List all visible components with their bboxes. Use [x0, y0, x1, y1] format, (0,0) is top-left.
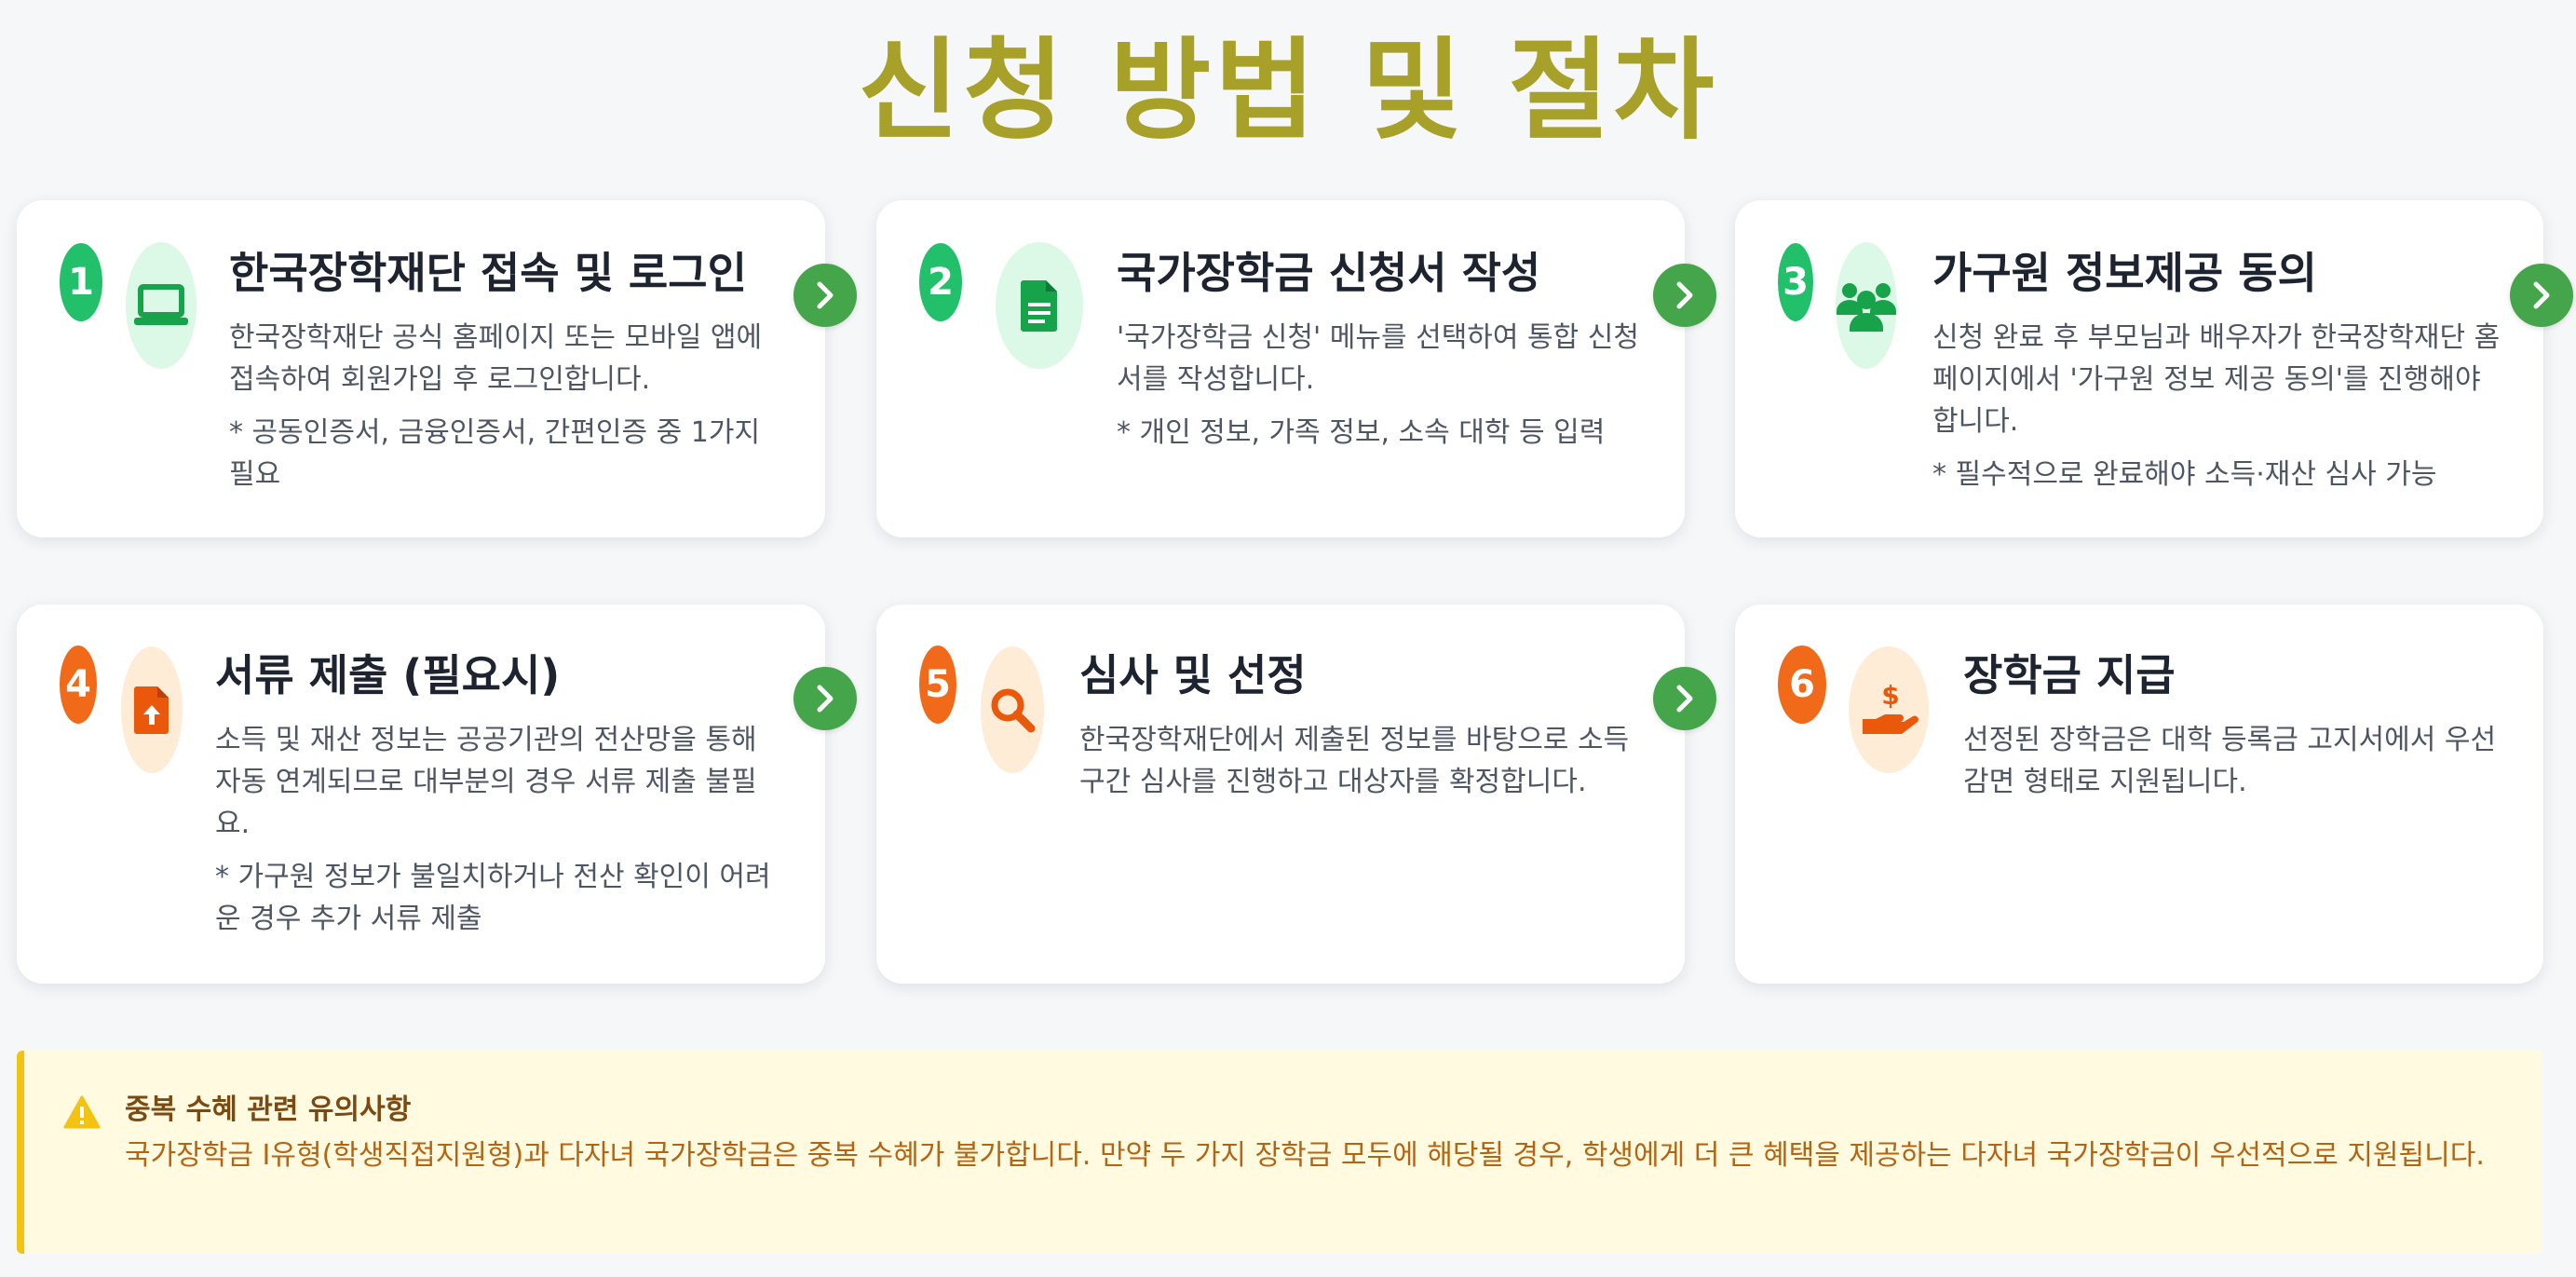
- next-arrow-icon: [1653, 264, 1716, 327]
- next-arrow-icon: [793, 264, 857, 327]
- warning-icon: [63, 1095, 101, 1129]
- notice-text: 국가장학금 Ⅰ유형(학생직접지원형)과 다자녀 국가장학금은 중복 수혜가 불가…: [125, 1139, 2485, 1172]
- next-arrow-icon: [793, 667, 857, 730]
- step-icon-circle: $: [1849, 646, 1929, 773]
- search-icon: [991, 688, 1036, 733]
- step-number-badge: 6: [1778, 645, 1826, 724]
- step-number-badge: 1: [60, 243, 102, 321]
- step-title: 심사 및 선정: [1079, 650, 1307, 700]
- step-number-badge: 3: [1778, 243, 1813, 321]
- step-title: 서류 제출 (필요시): [215, 650, 561, 700]
- step-description: 소득 및 재산 정보는 공공기관의 전산망을 통해 자동 연계되므로 대부분의 …: [215, 724, 757, 840]
- svg-text:$: $: [1881, 682, 1899, 711]
- step-note: * 가구원 정보가 불일치하거나 전산 확인이 어려운 경우 추가 서류 제출: [215, 861, 771, 935]
- step-card-3: 3 가구원 정보제공 동의 신청 완료 후 부모님과 배우자가 한국장학재단 홈…: [1735, 200, 2543, 537]
- next-arrow-icon: [2510, 264, 2573, 327]
- family-icon: [1837, 283, 1896, 332]
- step-description: 신청 완료 후 부모님과 배우자가 한국장학재단 홈페이지에서 '가구원 정보 …: [1932, 321, 2501, 438]
- step-title: 국가장학금 신청서 작성: [1117, 248, 1541, 298]
- step-icon-circle: [126, 242, 197, 369]
- step-card-5: 5 심사 및 선정 한국장학재단에서 제출된 정보를 바탕으로 소득 구간 심사…: [876, 605, 1685, 984]
- step-note: * 개인 정보, 가족 정보, 소속 대학 등 입력: [1117, 416, 1606, 449]
- step-card-4: 4 서류 제출 (필요시) 소득 및 재산 정보는 공공기관의 전산망을 통해 …: [17, 605, 825, 984]
- next-arrow-icon: [1653, 667, 1716, 730]
- step-number-badge: 5: [919, 645, 956, 724]
- step-description: 선정된 장학금은 대학 등록금 고지서에서 우선 감면 형태로 지원됩니다.: [1963, 724, 2497, 798]
- page-title: 신청 방법 및 절차: [858, 26, 1718, 155]
- step-description: '국가장학금 신청' 메뉴를 선택하여 통합 신청서를 작성합니다.: [1117, 321, 1639, 396]
- laptop-icon: [134, 284, 188, 325]
- step-note: * 공동인증서, 금융인증서, 간편인증 중 1가지 필요: [229, 416, 761, 491]
- step-icon-circle: [121, 646, 183, 773]
- step-note: * 필수적으로 완료해야 소득·재산 심사 가능: [1932, 458, 2437, 491]
- step-description: 한국장학재단에서 제출된 정보를 바탕으로 소득 구간 심사를 진행하고 대상자…: [1079, 724, 1630, 798]
- hand-dollar-icon: $: [1863, 682, 1918, 734]
- step-icon-circle: [996, 242, 1083, 369]
- step-description: 한국장학재단 공식 홈페이지 또는 모바일 앱에 접속하여 회원가입 후 로그인…: [229, 321, 763, 396]
- step-icon-circle: [1836, 242, 1897, 369]
- step-number-badge: 2: [919, 243, 962, 321]
- document-icon: [1021, 280, 1057, 332]
- step-title: 장학금 지급: [1963, 650, 2176, 700]
- notice-box: 중복 수혜 관련 유의사항 국가장학금 Ⅰ유형(학생직접지원형)과 다자녀 국가…: [17, 1051, 2542, 1254]
- file-upload-icon: [134, 686, 169, 734]
- step-title: 한국장학재단 접속 및 로그인: [229, 248, 747, 298]
- step-icon-circle: [981, 646, 1044, 773]
- notice-title: 중복 수혜 관련 유의사항: [125, 1094, 412, 1126]
- step-card-2: 2 국가장학금 신청서 작성 '국가장학금 신청' 메뉴를 선택하여 통합 신청…: [876, 200, 1685, 537]
- step-number-badge: 4: [60, 645, 97, 724]
- step-title: 가구원 정보제공 동의: [1932, 248, 2317, 298]
- step-card-6: 6 $ 장학금 지급 선정된 장학금은 대학 등록금 고지서에서 우선 감면 형…: [1735, 605, 2543, 984]
- step-card-1: 1 한국장학재단 접속 및 로그인 한국장학재단 공식 홈페이지 또는 모바일 …: [17, 200, 825, 537]
